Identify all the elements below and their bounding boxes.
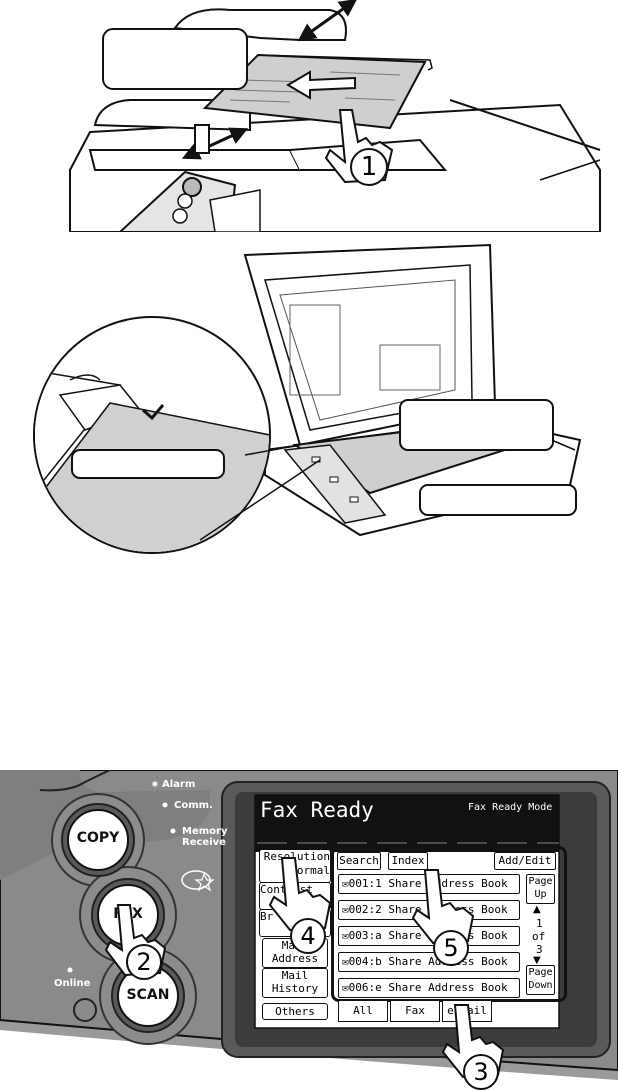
address-entry[interactable]: ✉001:1 Share Address Book	[338, 874, 520, 894]
glass-label-box	[420, 485, 576, 515]
index-button[interactable]: Index	[388, 852, 428, 870]
add-edit-button[interactable]: Add/Edit	[494, 852, 556, 870]
address-entry[interactable]: ✉006:e Share Address Book	[338, 978, 520, 998]
envelope-icon: ✉	[342, 929, 349, 942]
page-up-label-1: Page	[527, 875, 554, 888]
resolution-value: Normal	[260, 864, 330, 878]
alarm-indicator-label: Alarm	[162, 779, 195, 790]
page-down-button[interactable]: Page Down	[526, 965, 555, 995]
envelope-icon: ✉	[342, 877, 349, 890]
brightness-label: Br	[260, 910, 330, 923]
platen-glass-illustration	[0, 235, 618, 555]
guide-label-box	[72, 450, 224, 478]
mail-address-label-2: Address	[263, 952, 327, 965]
page-down-label-1: Page	[527, 966, 554, 979]
page-current: 1	[536, 917, 543, 930]
contrast-label: Contrast	[260, 883, 330, 896]
search-button[interactable]: Search	[337, 852, 381, 870]
up-arrow-icon: ▲	[533, 904, 541, 915]
address-entry[interactable]: ✉002:2 Share Address Book	[338, 900, 520, 920]
copy-button[interactable]: COPY	[68, 830, 128, 846]
callout-4: 4	[290, 918, 326, 954]
comm-indicator-label: Comm.	[174, 800, 213, 811]
resolution-label: Resolution	[260, 850, 330, 864]
address-entry[interactable]: ✉004:b Share Address Book	[338, 952, 520, 972]
envelope-icon: ✉	[342, 903, 349, 916]
receive-indicator-label: Receive	[182, 837, 226, 848]
scan-button[interactable]: SCAN	[118, 987, 178, 1003]
tab-fax[interactable]: Fax	[390, 1000, 440, 1022]
others-label: Others	[275, 1005, 315, 1018]
contrast-button[interactable]: Contrast	[259, 882, 331, 910]
screen-mode: Fax Ready Mode	[468, 802, 552, 813]
lid-label-box	[400, 400, 553, 450]
page-up-label-2: Up	[527, 888, 554, 901]
address-entry[interactable]: ✉003:a Share Address Book	[338, 926, 520, 946]
tab-all[interactable]: All	[338, 1000, 388, 1022]
document-feeder-illustration	[0, 0, 618, 232]
page-of: of	[532, 930, 545, 943]
feeder-label-box	[103, 29, 247, 89]
page-down-label-2: Down	[527, 979, 554, 992]
callout-2: 2	[126, 944, 162, 980]
callout-3: 3	[463, 1054, 499, 1090]
mail-history-button[interactable]: Mail History	[262, 968, 328, 998]
screen-title: Fax Ready	[260, 798, 374, 822]
callout-1: 1	[350, 148, 388, 186]
others-button[interactable]: Others	[262, 1003, 328, 1020]
online-label: Online	[54, 978, 90, 989]
fax-button[interactable]: FAX	[98, 906, 158, 922]
page-up-button[interactable]: Page Up	[526, 874, 555, 904]
callout-5: 5	[433, 930, 469, 966]
address-entry-list: ✉001:1 Share Address Book ✉002:2 Share A…	[338, 874, 520, 1004]
mail-history-label-1: Mail	[263, 969, 327, 982]
mail-history-label-2: History	[263, 982, 327, 995]
memory-indicator-label: Memory	[182, 826, 227, 837]
resolution-button[interactable]: Resolution Normal	[259, 849, 331, 883]
envelope-icon: ✉	[342, 981, 349, 994]
tab-email[interactable]: e-mail	[442, 1000, 492, 1022]
envelope-icon: ✉	[342, 955, 349, 968]
